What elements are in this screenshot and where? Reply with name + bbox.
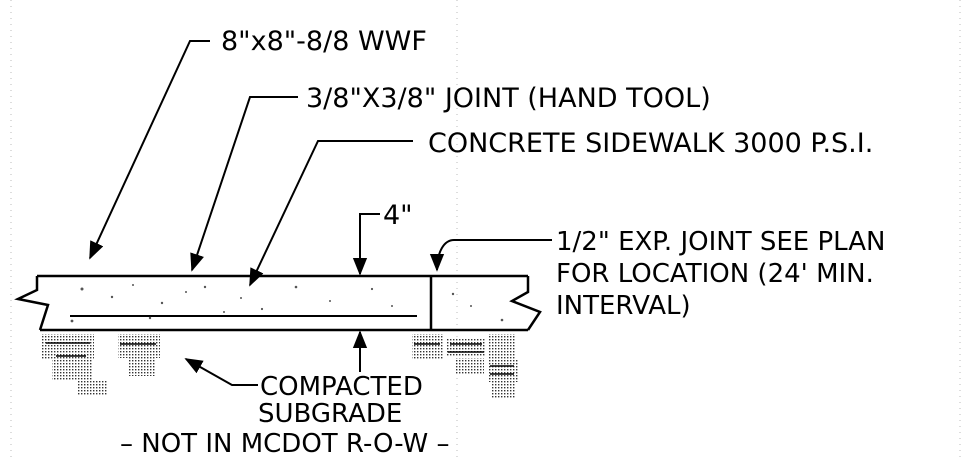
thickness-label: 4" [383,200,413,231]
subgrade-dashes [46,342,514,375]
wwf-label: 8"x8"-8/8 WWF [221,26,427,57]
subgrade-label-2: SUBGRADE [258,399,402,429]
r-o-w-note: – NOT IN MCDOT R-O-W – [120,429,450,459]
joint-label: 3/8"X3/8" JOINT (HAND TOOL) [306,83,711,114]
exp-joint-label-2: FOR LOCATION (24' MIN. [556,259,874,289]
exp-joint-label-1: 1/2" EXP. JOINT SEE PLAN [556,227,885,257]
faint-guide-lines [10,0,961,461]
subgrade-label-1: COMPACTED [260,372,423,402]
concrete-speckles [70,284,504,323]
exp-joint-leader [429,239,552,272]
subgrade-leader [184,358,258,386]
thickness-dimension [352,213,380,372]
wwf-leader [89,40,210,260]
joint-leader [190,96,298,272]
sidewalk-leader [249,140,413,287]
sidewalk-label: CONCRETE SIDEWALK 3000 P.S.I. [428,128,873,159]
concrete-slab [14,274,542,332]
exp-joint-label-3: INTERVAL) [556,291,691,321]
